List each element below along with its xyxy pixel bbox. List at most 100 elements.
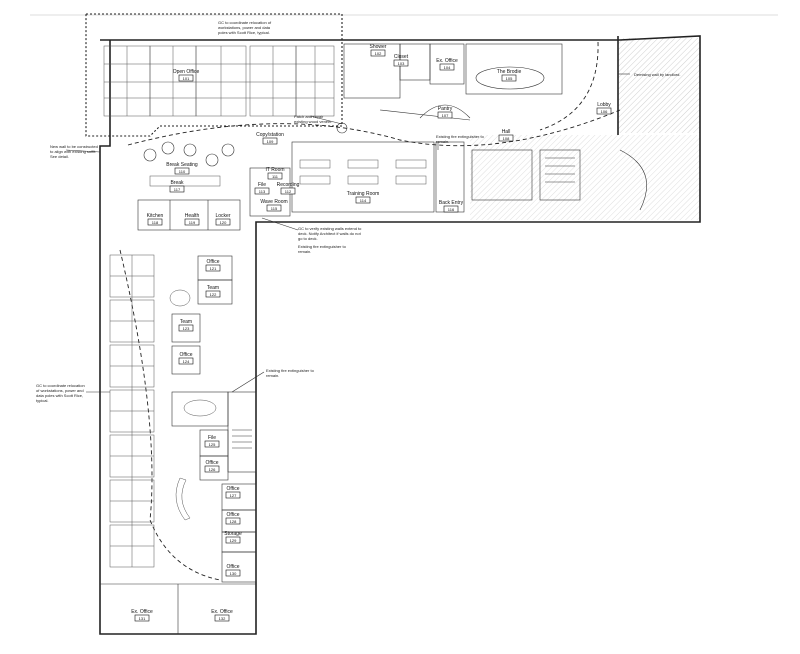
note-fire-ext-top: Existing fire extinguisher to remain. xyxy=(436,134,484,144)
room-label-closet: Closet xyxy=(394,54,409,60)
room-number-box xyxy=(174,167,190,175)
room-number-lobby: 106 xyxy=(601,109,608,114)
room-number-box xyxy=(225,517,241,525)
room-label-office_c: Office xyxy=(206,460,219,466)
room-number-box xyxy=(178,324,194,332)
room-label-file_b: File xyxy=(208,435,216,441)
note-gc-left: GC to coordinate relocation of workstati… xyxy=(36,383,85,403)
training-room-block xyxy=(249,141,465,217)
note-fire-ext-mid: Existing fire extinguisher to remain. xyxy=(298,244,346,254)
room-label-break: Break xyxy=(170,180,184,186)
room-number-box xyxy=(215,218,231,226)
room-label-ex_office_bl: Ex. Office xyxy=(131,609,153,615)
room-label-office_a: Office xyxy=(207,259,220,265)
room-number-box xyxy=(204,440,220,448)
room-label-locker: Locker xyxy=(215,213,230,219)
room-number-break_seating: 110 xyxy=(179,169,186,174)
room-label-storage: Storage xyxy=(224,531,242,537)
room-label-health: Health xyxy=(185,213,200,219)
room-label-the_brodie: The Brodie xyxy=(497,69,522,75)
north-east-rooms xyxy=(336,43,563,134)
room-number-box xyxy=(498,134,514,142)
room-number-ex_office_bl: 131 xyxy=(139,616,146,621)
room-number-box xyxy=(225,491,241,499)
room-label-pantry: Pantry xyxy=(438,106,453,112)
room-number-pantry: 107 xyxy=(442,113,449,118)
room-number-box xyxy=(443,205,459,213)
room-number-box xyxy=(254,187,270,195)
room-number-shower: 102 xyxy=(375,51,382,56)
room-number-office_c: 126 xyxy=(209,467,216,472)
note-gc-top: GC to coordinate relocation of workstati… xyxy=(218,20,272,35)
room-label-ex_office_br: Ex. Office xyxy=(211,609,233,615)
room-number-ex_office_top: 104 xyxy=(444,65,451,70)
note-new-wall: New wall to be constructed to align with… xyxy=(50,144,98,159)
room-number-box xyxy=(134,614,150,622)
room-number-health: 119 xyxy=(189,220,196,225)
room-label-kitchen: Kitchen xyxy=(147,213,164,219)
room-number-back_entry: 116 xyxy=(448,207,455,212)
room-number-box xyxy=(370,49,386,57)
room-number-office_f: 130 xyxy=(230,571,237,576)
note-gc-verify: GC to verify existing walls extend to de… xyxy=(298,226,362,241)
room-number-office_d: 127 xyxy=(230,493,237,498)
room-number-the_brodie: 105 xyxy=(506,76,513,81)
demised-area-hatch xyxy=(618,38,700,133)
room-number-box xyxy=(280,187,296,195)
scope-line-west xyxy=(119,249,221,581)
room-number-file_b: 125 xyxy=(209,442,216,447)
workstation-cluster-north xyxy=(103,45,335,117)
room-label-office_f: Office xyxy=(227,564,240,570)
room-number-storage: 129 xyxy=(230,538,237,543)
room-label-lobby: Lobby xyxy=(597,102,611,108)
room-number-box xyxy=(596,107,612,115)
room-label-copy_station: Copy/station xyxy=(256,132,284,138)
room-label-training_room: Training Room xyxy=(347,191,380,197)
room-number-hall: 108 xyxy=(503,136,510,141)
room-number-open_office: 101 xyxy=(183,76,190,81)
room-number-box xyxy=(169,185,185,193)
room-number-box xyxy=(266,204,282,212)
scope-line-east xyxy=(539,41,599,131)
room-number-box xyxy=(267,172,283,180)
room-number-team_a: 122 xyxy=(210,292,217,297)
room-number-break: 117 xyxy=(174,187,181,192)
room-label-office_e: Office xyxy=(227,512,240,518)
room-number-box xyxy=(225,536,241,544)
room-number-box xyxy=(437,111,453,119)
room-number-it_room: 111 xyxy=(272,174,279,179)
room-number-box xyxy=(262,137,278,145)
room-number-box xyxy=(147,218,163,226)
workstation-column-west xyxy=(109,254,155,568)
room-number-recording: 112 xyxy=(285,189,292,194)
revision-cloud xyxy=(85,13,343,137)
room-number-box xyxy=(214,614,230,622)
room-label-hall: Hall xyxy=(502,129,511,135)
room-label-open_office: Open Office xyxy=(173,69,200,75)
room-number-copy_station: 109 xyxy=(267,139,274,144)
room-label-office_d: Office xyxy=(227,486,240,492)
room-label-wave_room: Wave Room xyxy=(260,199,287,205)
room-label-break_seating: Break Seating xyxy=(166,162,198,168)
note-fire-ext-right: Existing fire extinguisher to remain. xyxy=(266,368,314,378)
